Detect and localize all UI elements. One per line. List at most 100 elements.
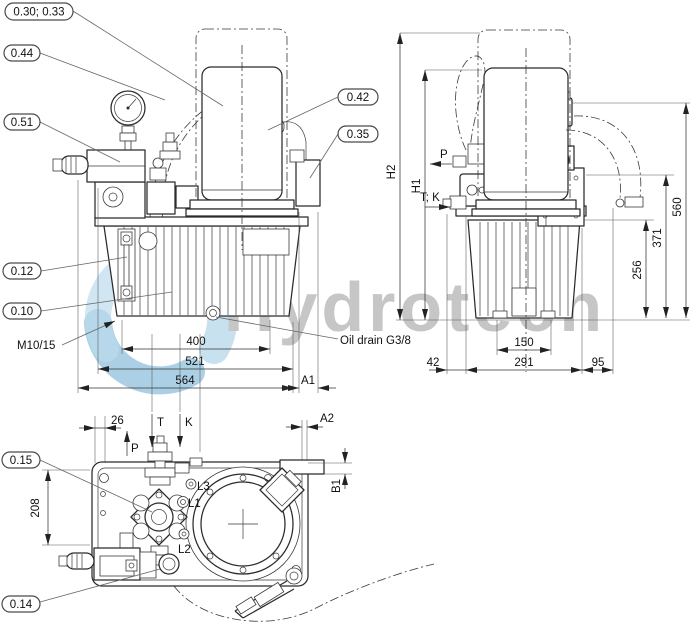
dim-564-text: 564 (175, 375, 195, 387)
port-arrow-tk: T; K (420, 192, 450, 210)
plan-hose (234, 567, 303, 619)
callout-0-15: 0.15 (1, 451, 153, 513)
side-dims: H2 H1 P T; K 560 371 (386, 32, 690, 374)
dim-a2: A2 (286, 413, 334, 430)
dim-564: 564 (78, 375, 293, 391)
dim-256: 256 (632, 220, 649, 318)
block-035 (295, 159, 321, 207)
callout-0-12-text: 0.12 (11, 266, 33, 278)
tk-label: T; K (420, 192, 440, 204)
dim-b1: B1 (331, 448, 348, 493)
callout-0-51-text: 0.51 (11, 117, 33, 129)
callout-0-51: 0.51 (3, 113, 121, 163)
dim-h1: H1 (411, 70, 428, 320)
dim-95-text: 95 (592, 357, 605, 369)
port-arrow-p: P (124, 431, 139, 456)
callout-0-30-0-33-text: 0.30; 0.33 (13, 7, 64, 19)
dim-371-text: 371 (652, 228, 664, 247)
callouts: 0.30; 0.33 0.44 0.51 0.42 0.35 0.12 (1, 2, 379, 613)
callout-0-44: 0.44 (3, 44, 166, 101)
port-l2 (178, 528, 190, 540)
l3-label: L3 (197, 481, 210, 493)
callout-0-10-text: 0.10 (11, 306, 33, 318)
dim-b1-text: B1 (331, 479, 343, 493)
plan-valve-manifold (119, 435, 203, 566)
plan-hose-loop (173, 563, 435, 622)
dim-560-text: 560 (672, 197, 684, 216)
port-arrow-p: P (430, 149, 452, 167)
callout-0-15-text: 0.15 (10, 455, 32, 467)
tank-foot (492, 310, 508, 319)
dim-150-text: 150 (514, 337, 533, 349)
drain-plug (205, 305, 221, 321)
oil-level-sight-glass (117, 228, 136, 302)
k-label: K (185, 417, 193, 429)
callout-0-12: 0.12 (2, 256, 128, 280)
callout-0-44-text: 0.44 (11, 48, 34, 60)
p-label: P (131, 443, 139, 455)
dim-208-text: 208 (30, 498, 42, 517)
manifold-block-051 (52, 149, 146, 183)
callout-0-42-text: 0.42 (347, 92, 369, 104)
plan-dims: 26 P T K A2 B1 (30, 334, 352, 556)
tank-label-panel (242, 228, 290, 256)
side-view: H2 H1 P T; K 560 371 (386, 29, 690, 374)
p-port-fitting (452, 155, 467, 168)
dim-208: 208 (30, 470, 51, 545)
dim-h2: H2 (386, 33, 403, 320)
label-oil-drain: Oil drain G3/8 (215, 316, 411, 347)
dim-400: 400 (122, 336, 270, 352)
port-l3 (185, 478, 197, 490)
dim-400-text: 400 (186, 336, 205, 348)
plan-pump-block (58, 547, 180, 581)
dim-26-text: 26 (111, 415, 124, 427)
plan-view: 26 P T K A2 B1 (30, 334, 435, 622)
t-label: T (157, 417, 164, 429)
dim-371: 371 (652, 175, 669, 318)
callout-0-30-0-33: 0.30; 0.33 (4, 2, 224, 107)
hose-loop (455, 55, 486, 151)
callout-0-14: 0.14 (1, 568, 161, 613)
front-tank (94, 216, 309, 321)
port-arrow-t: T (149, 414, 164, 447)
dim-a1-text: A1 (301, 375, 315, 387)
dim-560: 560 (672, 103, 689, 318)
pressure-gauge (110, 90, 146, 153)
plug (65, 552, 95, 570)
l1-label: L1 (188, 498, 201, 510)
dim-521-text: 521 (185, 356, 204, 368)
filler-breather (138, 231, 158, 251)
tank-flange (94, 216, 309, 227)
dim-150: 150 (497, 337, 551, 353)
callout-0-42: 0.42 (267, 88, 379, 131)
callout-0-35-text: 0.35 (347, 129, 369, 141)
plan-bracket-diamond (259, 467, 305, 513)
dim-a2-text: A2 (320, 413, 334, 425)
port-arrow-k: K (177, 414, 193, 447)
tk-port-fitting (449, 195, 467, 210)
dim-42: 42 (427, 357, 466, 373)
label-m10-15: M10/15 (17, 320, 116, 352)
callout-0-10: 0.10 (2, 291, 173, 320)
callout-0-14-text: 0.14 (10, 599, 33, 611)
center-cross (228, 509, 258, 539)
cable-gland (60, 155, 89, 175)
dim-h1-text: H1 (411, 179, 423, 194)
oil-drain-text: Oil drain G3/8 (340, 335, 411, 347)
tank-foot (540, 310, 556, 319)
front-motor (185, 28, 299, 250)
dim-a1: A1 (281, 375, 336, 391)
dim-291-text: 291 (514, 357, 533, 369)
m10-15-text: M10/15 (17, 340, 55, 352)
l2-label: L2 (178, 544, 191, 556)
p-label: P (440, 149, 448, 161)
dim-42-text: 42 (427, 357, 440, 369)
side-remote-hoses (565, 115, 644, 208)
dim-256-text: 256 (632, 260, 644, 279)
dim-h2-text: H2 (386, 165, 398, 180)
dim-291: 291 (466, 357, 582, 373)
dim-26: 26 (79, 415, 124, 431)
port-l1 (177, 496, 189, 508)
